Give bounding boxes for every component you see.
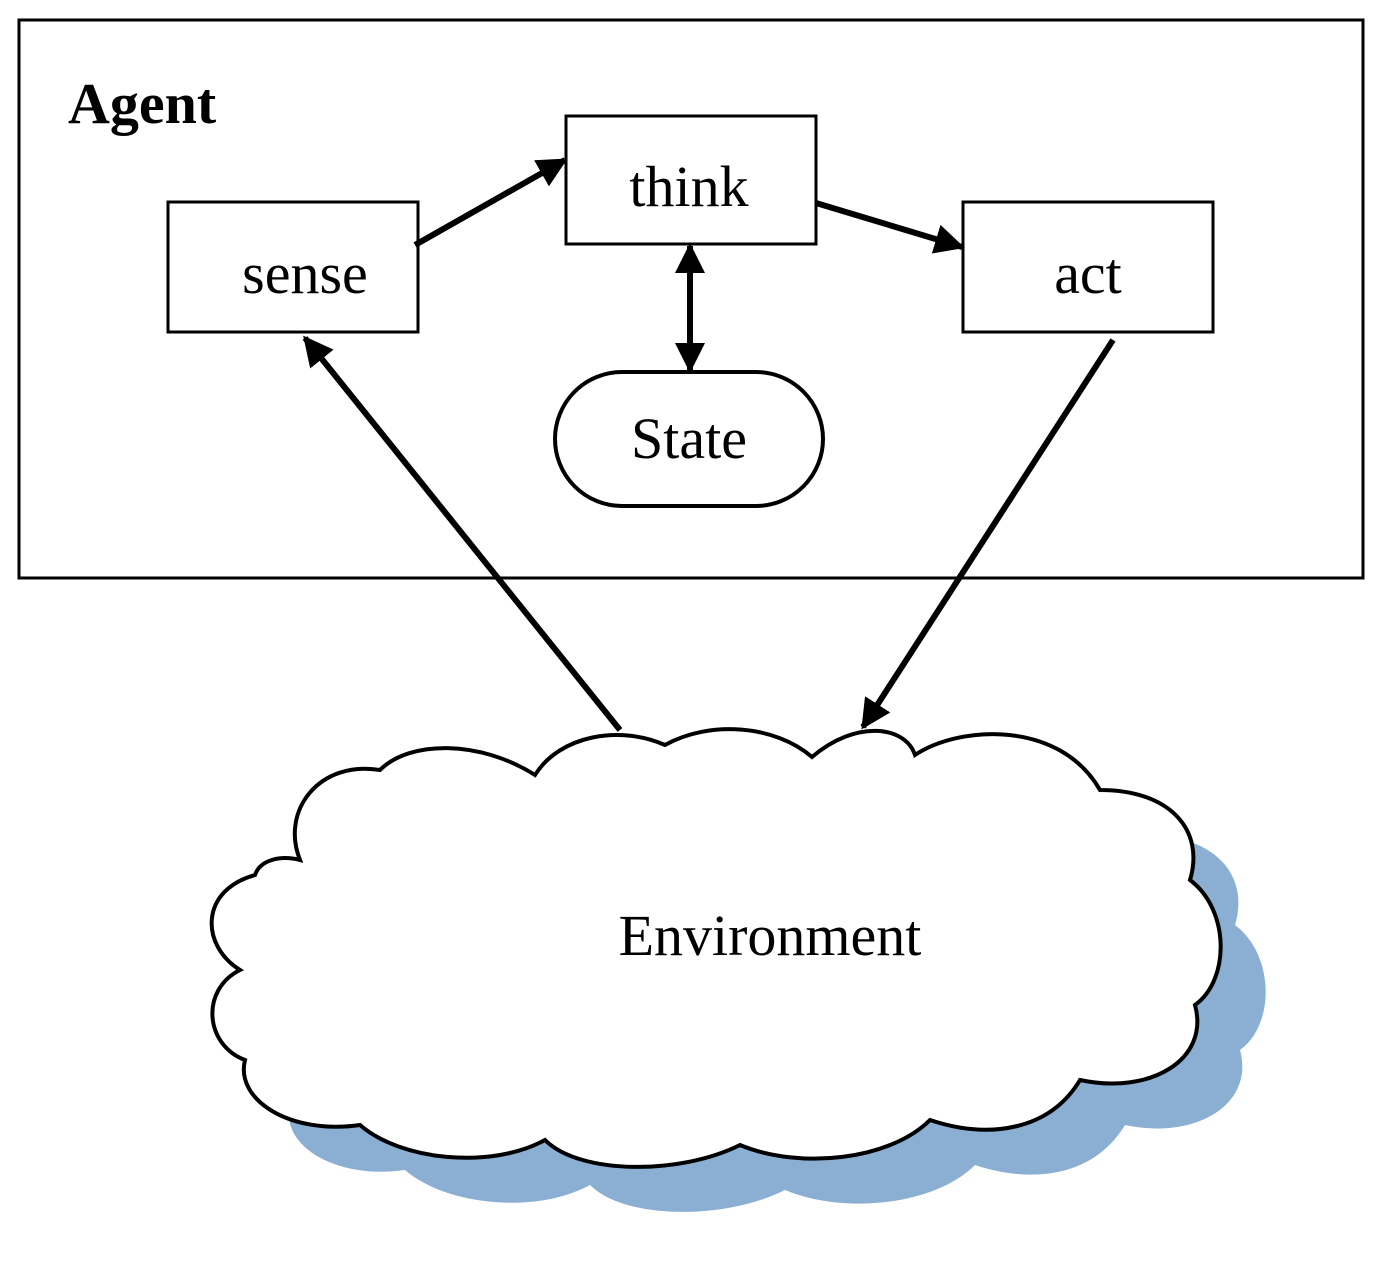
sense-box [166, 200, 420, 334]
agent-frame [17, 18, 1365, 580]
state-label: State [631, 406, 747, 471]
agent-title: Agent [68, 71, 217, 136]
state-node: State [553, 370, 825, 508]
think-label: think [629, 154, 748, 219]
arrow-act-to-environment [860, 338, 1116, 730]
agent-container: Agent [17, 18, 1365, 580]
sense-label: sense [242, 241, 368, 306]
environment-cloud: Environment [209, 727, 1266, 1212]
arrow-environment-to-sense [302, 335, 623, 732]
think-box [564, 114, 818, 246]
think-node: think [564, 114, 818, 246]
arrow-sense-to-think [413, 157, 568, 248]
act-box [961, 200, 1215, 334]
act-label: act [1054, 241, 1122, 306]
arrow-think-to-act [815, 200, 965, 254]
cloud-body [209, 727, 1223, 1169]
act-node: act [961, 200, 1215, 334]
sense-node: sense [166, 200, 420, 334]
environment-label: Environment [619, 903, 922, 968]
